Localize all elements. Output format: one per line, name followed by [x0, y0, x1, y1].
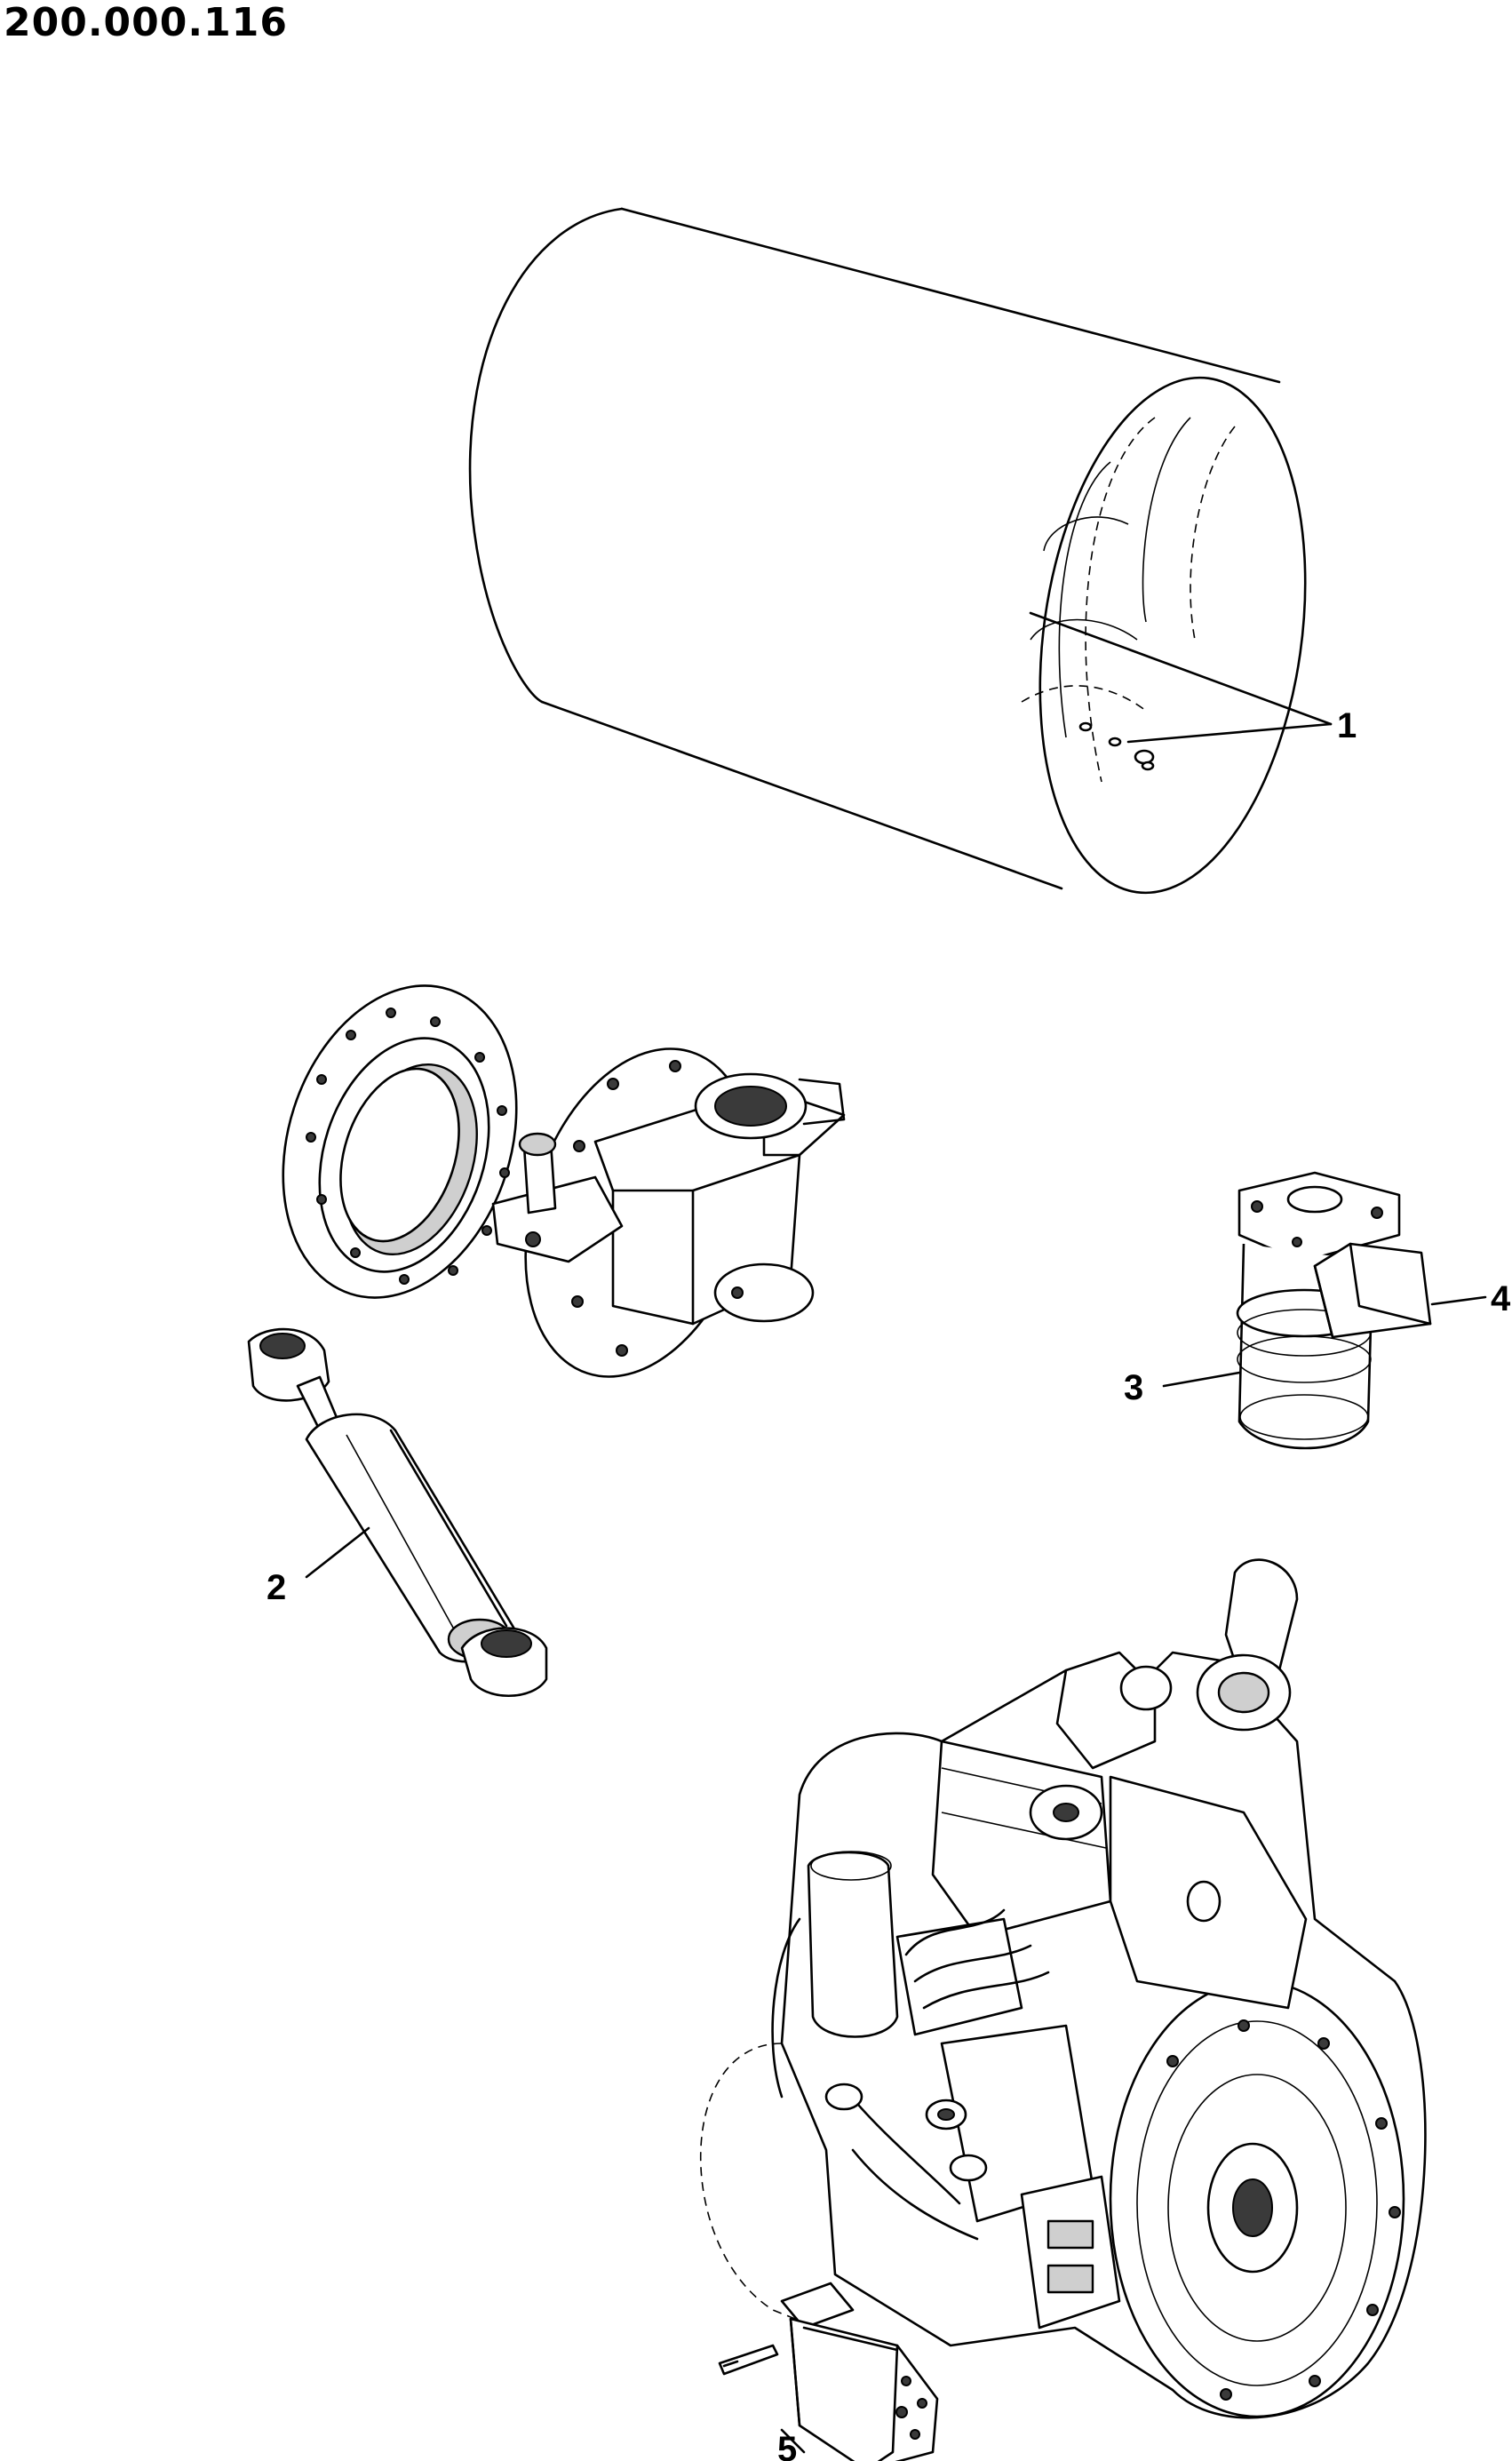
callout-2: 2 [267, 1568, 286, 1607]
callout-4: 4 [1491, 1279, 1511, 1318]
callout-1: 1 [1337, 706, 1357, 745]
hydraulic-cylinder-illustration [247, 1327, 548, 1697]
flange-bracket-illustration [282, 984, 846, 1378]
pump-illustration [718, 2282, 939, 2461]
callout-3: 3 [1124, 1368, 1143, 1407]
callout-5: 5 [777, 2430, 797, 2461]
engine-illustration [699, 1558, 1427, 2419]
motor-illustration [1236, 1171, 1432, 1450]
drum-illustration [468, 207, 1307, 895]
document-part-number: 200.000.116 [4, 0, 288, 45]
